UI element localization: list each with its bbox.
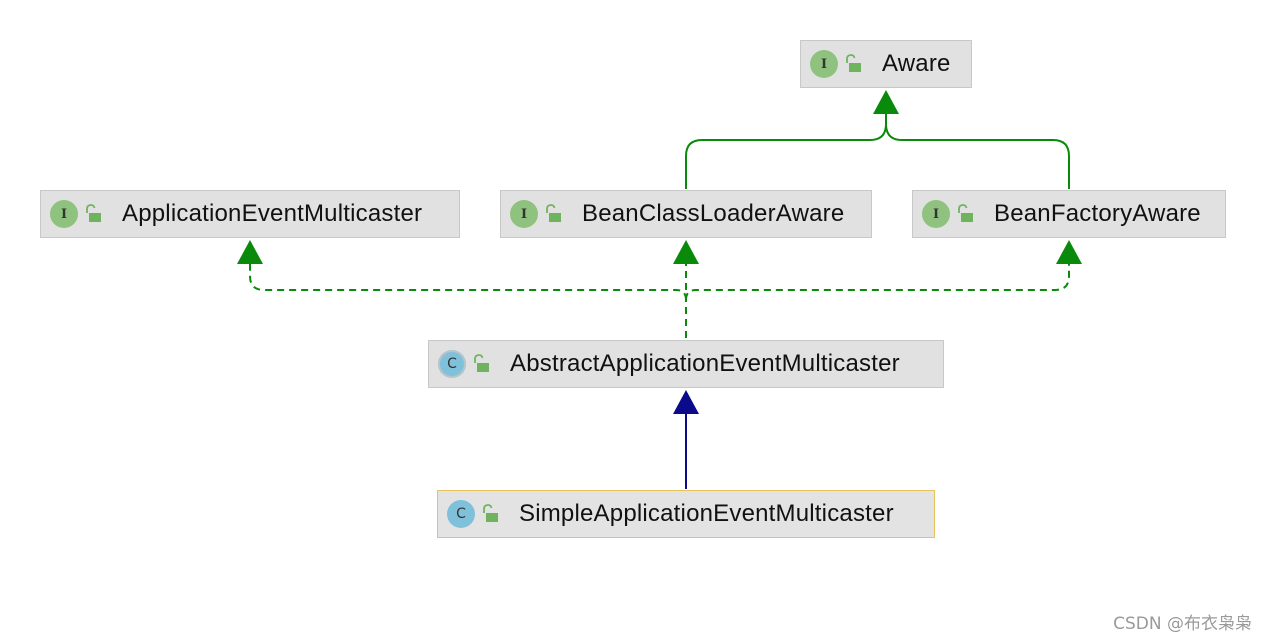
arrowhead-abstract: [673, 390, 699, 414]
arrowhead-beanclassloaderaware: [673, 240, 699, 264]
node-label: SimpleApplicationEventMulticaster: [519, 500, 894, 527]
interface-icon: I: [50, 200, 78, 228]
node-bean-factory-aware[interactable]: I BeanFactoryAware: [912, 190, 1226, 238]
abstract-class-icon: C: [438, 350, 466, 378]
node-aware[interactable]: I Aware: [800, 40, 972, 88]
node-simple-application-event-multicaster[interactable]: C SimpleApplicationEventMulticaster: [437, 490, 935, 538]
interface-icon: I: [510, 200, 538, 228]
edge-abstract-to-beanfactoryaware: [685, 264, 1070, 301]
edge-beanfactoryaware-to-aware: [885, 123, 1070, 189]
node-label: BeanFactoryAware: [994, 200, 1201, 227]
arrowhead-applicationeventmulticaster: [237, 240, 263, 264]
node-bean-class-loader-aware[interactable]: I BeanClassLoaderAware: [500, 190, 872, 238]
node-abstract-application-event-multicaster[interactable]: C AbstractApplicationEventMulticaster: [428, 340, 944, 388]
node-label: BeanClassLoaderAware: [582, 200, 845, 227]
node-label: Aware: [882, 50, 951, 77]
class-icon: C: [447, 500, 475, 528]
public-lock-icon: [846, 54, 861, 72]
edge-abstract-to-applicationeventmulticaster: [249, 264, 687, 301]
public-lock-icon: [958, 204, 973, 222]
interface-icon: I: [810, 50, 838, 78]
arrowhead-beanfactoryaware: [1056, 240, 1082, 264]
public-lock-icon: [483, 504, 498, 522]
public-lock-icon: [474, 354, 489, 372]
node-label: AbstractApplicationEventMulticaster: [510, 350, 900, 377]
watermark: CSDN @布衣枭枭: [1113, 614, 1252, 634]
public-lock-icon: [86, 204, 101, 222]
node-label: ApplicationEventMulticaster: [122, 200, 423, 227]
node-application-event-multicaster[interactable]: I ApplicationEventMulticaster: [40, 190, 460, 238]
edge-beanclassloaderaware-to-aware: [685, 114, 887, 189]
public-lock-icon: [546, 204, 561, 222]
interface-icon: I: [922, 200, 950, 228]
arrowhead-aware: [873, 90, 899, 114]
